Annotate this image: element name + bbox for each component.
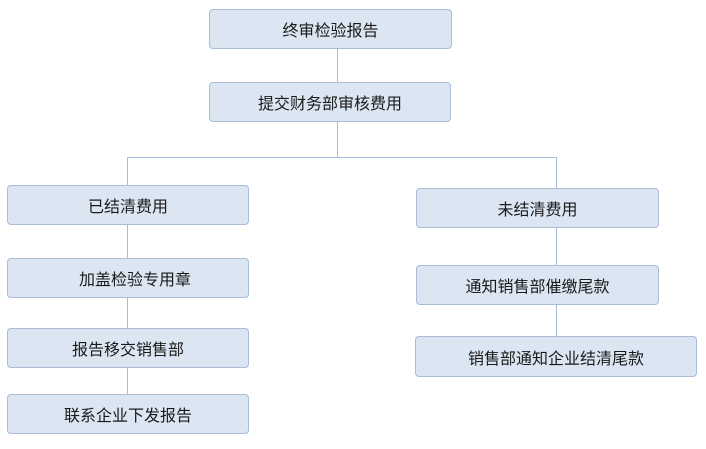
node-label: 提交财务部审核费用 bbox=[257, 94, 402, 113]
node-contact-company-issue-report: 联系企业下发报告 bbox=[7, 394, 249, 434]
node-label: 销售部通知企业结清尾款 bbox=[467, 348, 644, 368]
node-label: 已结清费用 bbox=[87, 197, 168, 216]
node-label: 未结清费用 bbox=[497, 200, 578, 219]
node-label: 加盖检验专用章 bbox=[78, 270, 191, 289]
node-submit-finance-review: 提交财务部审核费用 bbox=[209, 82, 451, 122]
node-label: 联系企业下发报告 bbox=[63, 406, 192, 425]
node-fees-unsettled: 未结清费用 bbox=[416, 188, 659, 228]
node-label: 终审检验报告 bbox=[282, 21, 379, 40]
node-report-to-sales: 报告移交销售部 bbox=[7, 328, 249, 368]
node-notify-sales-collect-balance: 通知销售部催缴尾款 bbox=[416, 265, 659, 305]
node-sales-notify-company-settle: 销售部通知企业结清尾款 bbox=[415, 336, 697, 377]
node-label: 通知销售部催缴尾款 bbox=[465, 277, 610, 296]
node-fees-settled: 已结清费用 bbox=[7, 185, 249, 225]
node-label: 报告移交销售部 bbox=[71, 340, 184, 359]
node-apply-inspection-seal: 加盖检验专用章 bbox=[7, 258, 249, 298]
node-final-inspection-report: 终审检验报告 bbox=[209, 9, 452, 49]
